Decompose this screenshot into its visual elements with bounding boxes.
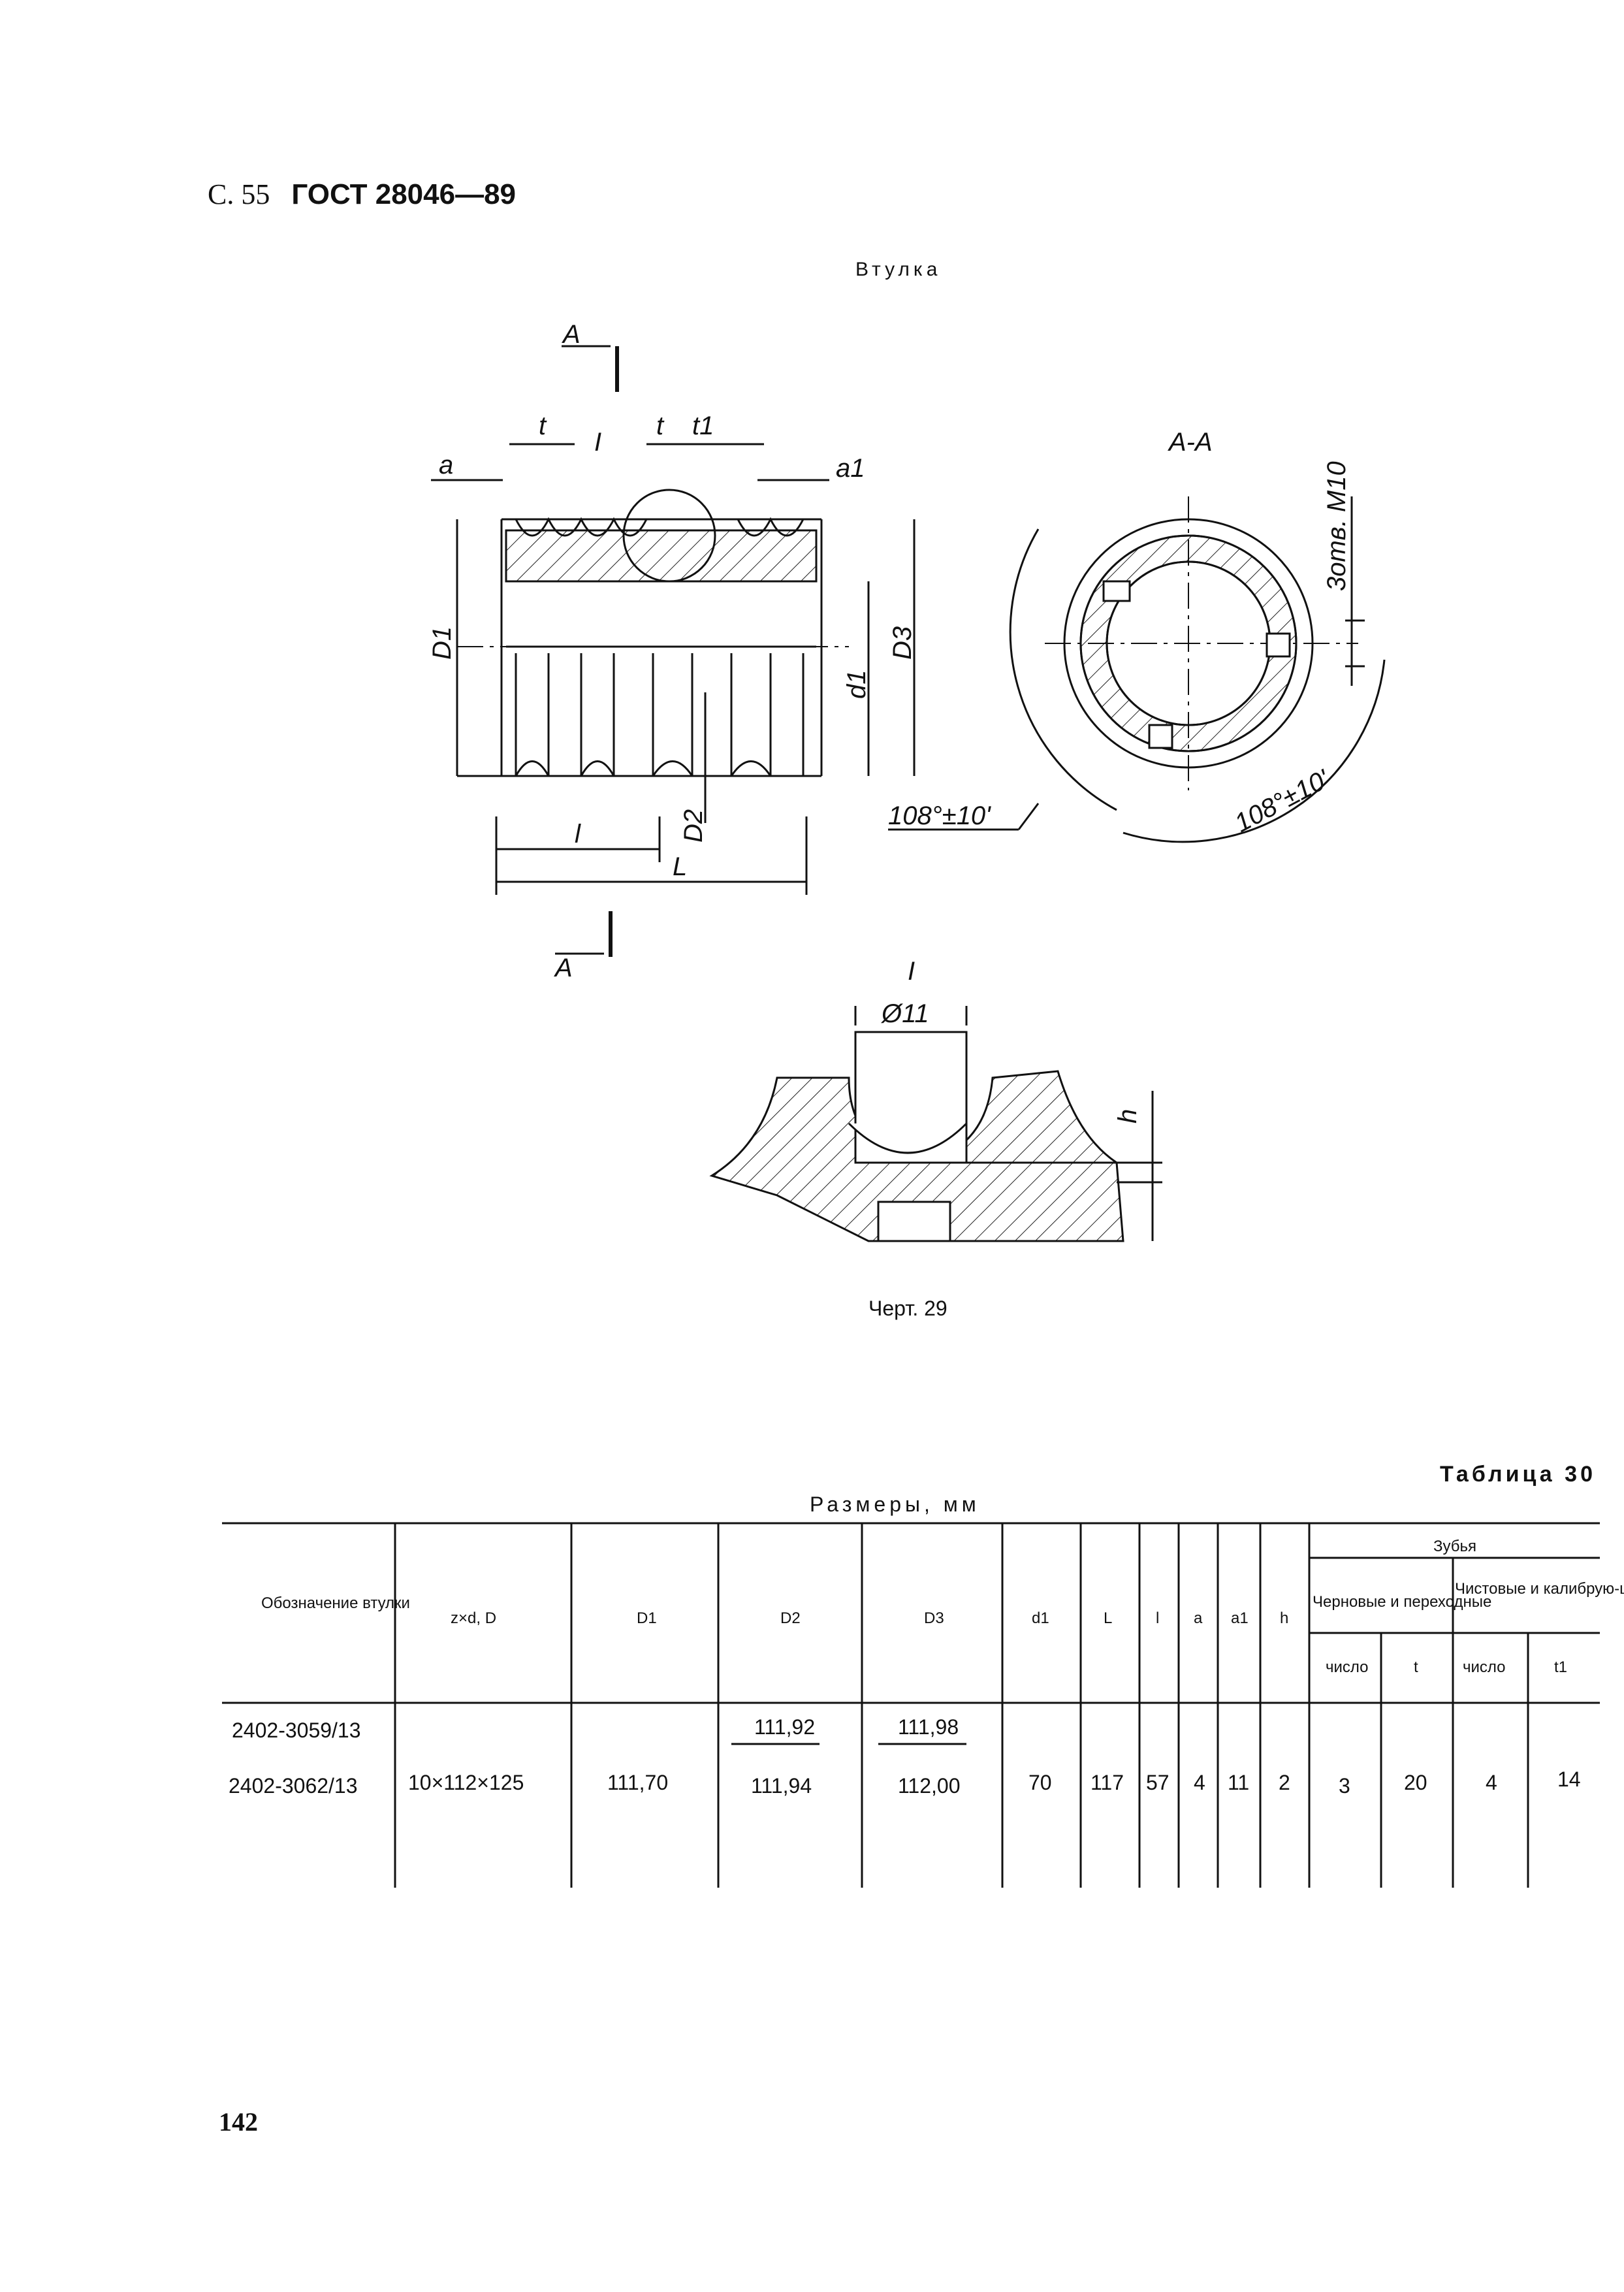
td-h: 2	[1279, 1771, 1290, 1794]
label-h: h	[1113, 1109, 1142, 1123]
table-body: 2402-3059/13 2402-3062/13 10×112×125 111…	[229, 1715, 1581, 1798]
th-L: L	[1104, 1609, 1112, 1627]
td-L: 117	[1091, 1771, 1124, 1794]
label-d3: D3	[888, 626, 917, 660]
standard-number: ГОСТ 28046—89	[291, 178, 517, 210]
label-detail-i-title: I	[908, 957, 915, 986]
th-count: число	[1326, 1658, 1369, 1676]
label-a1: a1	[836, 454, 865, 483]
th-a1: a1	[1231, 1609, 1249, 1627]
footer-page-number: 142	[219, 2107, 258, 2137]
th-t: t	[1414, 1658, 1418, 1676]
label-t: t	[539, 412, 547, 440]
label-angle-left: 108°±10'	[888, 801, 991, 830]
th-l: l	[1156, 1609, 1159, 1627]
td-designation-1: 2402-3059/13	[232, 1719, 361, 1742]
th-a: a	[1194, 1609, 1203, 1627]
label-l: l	[575, 820, 581, 848]
td-a: 4	[1194, 1771, 1205, 1794]
td-d1: 111,70	[607, 1771, 668, 1794]
bushing-labels: А А t I t t1 a a1 D1 d1 D3 D2 l L	[428, 320, 917, 982]
label-d2: D2	[679, 809, 708, 843]
label-d1-outer: D1	[428, 626, 456, 660]
td-zdd: 10×112×125	[408, 1771, 524, 1794]
detail-i-labels: I Ø11 h	[880, 957, 1142, 1123]
label-a: a	[439, 451, 453, 479]
th-zdd: z×d, D	[451, 1609, 496, 1627]
label-detail-i: I	[594, 428, 601, 457]
td-rough-t: 20	[1404, 1771, 1427, 1794]
td-d2-top: 111,92	[754, 1715, 815, 1739]
section-aa-view	[888, 496, 1386, 843]
table-title: Таблица 30	[1440, 1462, 1596, 1487]
drawing-caption: Черт. 29	[868, 1297, 947, 1320]
td-designation-2: 2402-3062/13	[229, 1774, 358, 1798]
th-rough: Черновые и переходные	[1313, 1593, 1491, 1611]
td-d1-small: 70	[1028, 1771, 1052, 1794]
label-diameter: Ø11	[880, 999, 929, 1028]
label-L: L	[673, 852, 687, 881]
th-designation: Обозначение втулки	[261, 1594, 410, 1612]
th-teeth: Зубья	[1433, 1538, 1476, 1555]
bushing-side-view	[431, 345, 915, 957]
page-number-header: С. 55	[208, 178, 270, 210]
table-headers: Обозначение втулки z×d, D D1 D2 D3 d1 L …	[261, 1538, 1624, 1676]
td-finish-count: 4	[1486, 1771, 1497, 1794]
td-a1: 11	[1228, 1771, 1249, 1794]
th-finish: Чистовые и калибрую-щие	[1455, 1580, 1624, 1598]
label-section-a-top: А	[562, 320, 581, 349]
td-d3-bottom: 112,00	[898, 1774, 961, 1798]
th-d1: D1	[637, 1609, 657, 1627]
label-section-aa: А-А	[1168, 428, 1213, 457]
label-section-a-bottom: А	[554, 954, 573, 982]
th-d2: D2	[780, 1609, 801, 1627]
label-t1: t1	[692, 412, 714, 440]
table-grid	[222, 1522, 1600, 1888]
label-holes: 3отв. M10	[1322, 461, 1351, 591]
th-t1: t1	[1554, 1658, 1567, 1676]
td-d2-bottom: 111,94	[751, 1774, 812, 1798]
drawing-title: Втулка	[855, 259, 942, 280]
table-units: Размеры, мм	[810, 1493, 980, 1516]
page-header: С. 55 ГОСТ 28046—89	[208, 178, 516, 211]
td-d3-top: 111,98	[898, 1715, 959, 1739]
td-l: 57	[1146, 1771, 1170, 1794]
th-d3: D3	[924, 1609, 944, 1627]
th-count-2: число	[1463, 1658, 1506, 1676]
td-finish-t1: 14	[1557, 1767, 1581, 1791]
td-rough-count: 3	[1339, 1774, 1350, 1798]
label-t-2: t	[656, 412, 665, 440]
detail-i-view	[709, 1006, 1162, 1242]
th-d1-small: d1	[1032, 1609, 1049, 1627]
th-h: h	[1280, 1609, 1288, 1627]
label-d1-inner: d1	[842, 670, 871, 700]
